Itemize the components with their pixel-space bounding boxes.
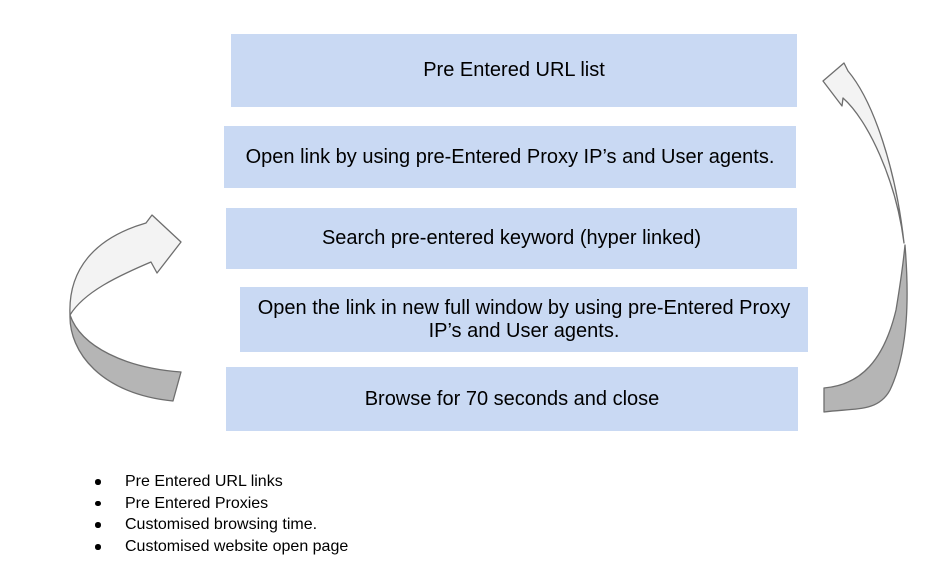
right-arrow-dark-band <box>823 244 908 413</box>
right-arrow-light-band <box>822 62 905 244</box>
flow-step-5: Browse for 70 seconds and close <box>226 367 798 431</box>
flow-step-1: Pre Entered URL list <box>231 34 797 107</box>
flow-step-3: Search pre-entered keyword (hyper linked… <box>226 208 797 269</box>
left-arrow-light-band <box>69 214 182 316</box>
list-item: Pre Entered Proxies <box>95 493 348 515</box>
bullet-icon <box>95 500 101 507</box>
curved-loop-arrow-left-icon <box>69 214 182 402</box>
feature-label: Customised website open page <box>125 537 349 555</box>
feature-label: Pre Entered URL links <box>125 472 283 490</box>
curved-loop-arrow-right-icon <box>822 62 908 413</box>
list-item: Pre Entered URL links <box>95 471 348 493</box>
bullet-icon <box>95 544 101 550</box>
flow-step-label: Search pre-entered keyword (hyper linked… <box>321 227 702 249</box>
flow-step-2: Open link by using pre-Entered Proxy IP’… <box>224 126 796 188</box>
feature-list: Pre Entered URL links Pre Entered Proxie… <box>95 471 348 558</box>
bullet-icon <box>95 479 101 485</box>
flow-step-label: IP’s and User agents. <box>428 319 620 342</box>
flow-step-label: Open the link in new full window by usin… <box>257 296 791 319</box>
bullet-icon <box>95 522 101 528</box>
flow-step-label: Pre Entered URL list <box>423 59 605 81</box>
list-item: Customised website open page <box>95 536 348 558</box>
left-arrow-dark-band <box>69 314 182 402</box>
flow-step-label: Browse for 70 seconds and close <box>364 387 660 410</box>
flow-step-4: Open the link in new full window by usin… <box>240 287 808 352</box>
list-item: Customised browsing time. <box>95 514 348 536</box>
feature-label: Pre Entered Proxies <box>125 494 269 512</box>
flow-step-label: Open link by using pre-Entered Proxy IP’… <box>245 145 775 168</box>
feature-label: Customised browsing time. <box>125 516 318 534</box>
